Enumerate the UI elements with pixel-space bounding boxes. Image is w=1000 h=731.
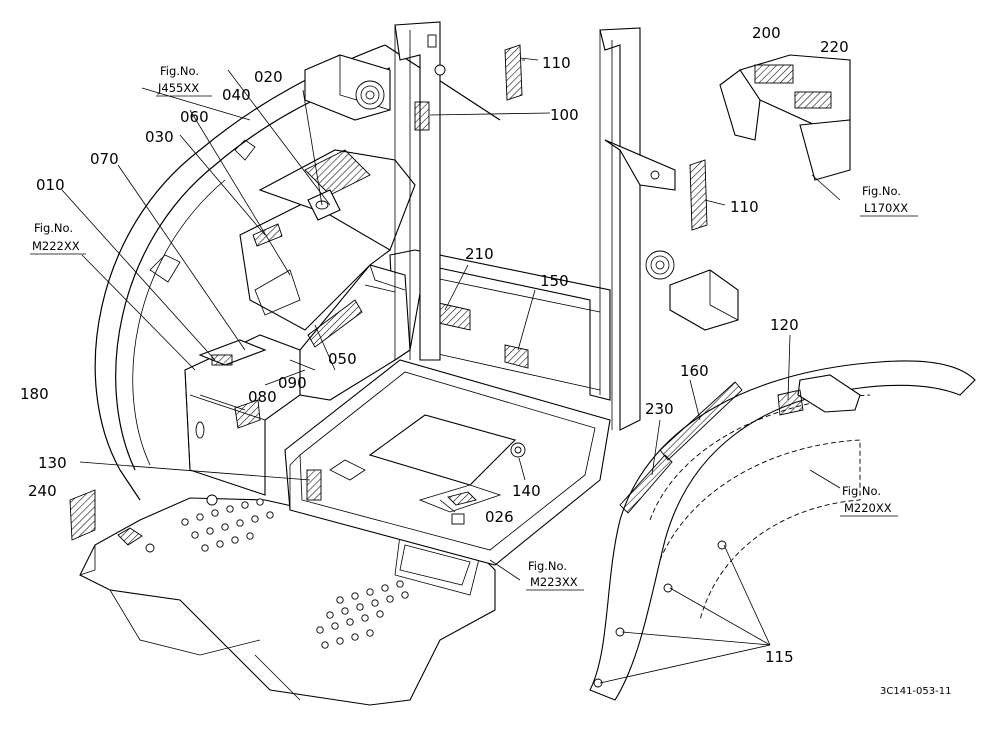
fig-ref-m220-prefix: Fig.No. xyxy=(842,484,881,498)
fig-ref-j455: J455XX xyxy=(157,81,199,95)
callout-200: 200 xyxy=(752,24,781,42)
fig-ref-m223-prefix: Fig.No. xyxy=(528,559,567,573)
right-beacon-lamp xyxy=(645,250,739,331)
callout-020: 020 xyxy=(254,68,283,86)
leader-lines xyxy=(61,57,841,684)
callout-010: 010 xyxy=(36,176,65,194)
callout-150: 150 xyxy=(540,272,569,290)
figure-references: Fig.No. J455XX Fig.No. M222XX Fig.No. L1… xyxy=(30,64,918,591)
callout-030: 030 xyxy=(145,128,174,146)
callout-240: 240 xyxy=(28,482,57,500)
callout-090: 090 xyxy=(278,374,307,392)
fig-ref-m220: M220XX xyxy=(844,501,892,515)
decal-110-upper xyxy=(504,44,523,101)
rops-left-post xyxy=(394,21,446,361)
fig-ref-l170-prefix: Fig.No. xyxy=(862,184,901,198)
seat-deck xyxy=(284,359,611,566)
callout-140: 140 xyxy=(512,482,541,500)
callout-210: 210 xyxy=(465,245,494,263)
callout-220: 220 xyxy=(820,38,849,56)
right-console xyxy=(299,264,411,401)
callout-230: 230 xyxy=(645,400,674,418)
callout-070: 070 xyxy=(90,150,119,168)
fig-ref-m223: M223XX xyxy=(530,575,578,589)
callout-100: 100 xyxy=(550,106,579,124)
fig-ref-m222: M222XX xyxy=(32,239,80,253)
callout-160: 160 xyxy=(680,362,709,380)
decal-230 xyxy=(619,454,673,514)
callout-040: 040 xyxy=(222,86,251,104)
decal-130 xyxy=(306,469,322,501)
fig-ref-j455-prefix: Fig.No. xyxy=(160,64,199,78)
floor-holes-right xyxy=(316,580,409,649)
fig-ref-m222-prefix: Fig.No. xyxy=(34,221,73,235)
right-fender xyxy=(589,360,976,701)
callout-130: 130 xyxy=(38,454,67,472)
rops-right-post xyxy=(599,27,676,431)
callout-labels: 010 020 026 030 040 050 060 070 080 090 … xyxy=(20,24,849,666)
left-console xyxy=(184,334,301,496)
callout-180: 180 xyxy=(20,385,49,403)
callout-115: 115 xyxy=(765,648,794,666)
callout-080: 080 xyxy=(248,388,277,406)
callout-110-lower: 110 xyxy=(730,198,759,216)
decal-110-lower xyxy=(689,159,708,231)
floor-holes-left xyxy=(181,498,274,552)
callout-050: 050 xyxy=(328,350,357,368)
decal-240 xyxy=(69,489,96,541)
callout-110-upper: 110 xyxy=(542,54,571,72)
fig-ref-l170: L170XX xyxy=(864,201,908,215)
drawing-code: 3C141-053-11 xyxy=(880,686,951,697)
callout-120: 120 xyxy=(770,316,799,334)
callout-026: 026 xyxy=(485,508,514,526)
left-beacon-lamp xyxy=(304,54,391,121)
callout-060: 060 xyxy=(180,108,209,126)
dashboard-upper xyxy=(258,149,416,251)
canopy-part xyxy=(719,54,851,181)
